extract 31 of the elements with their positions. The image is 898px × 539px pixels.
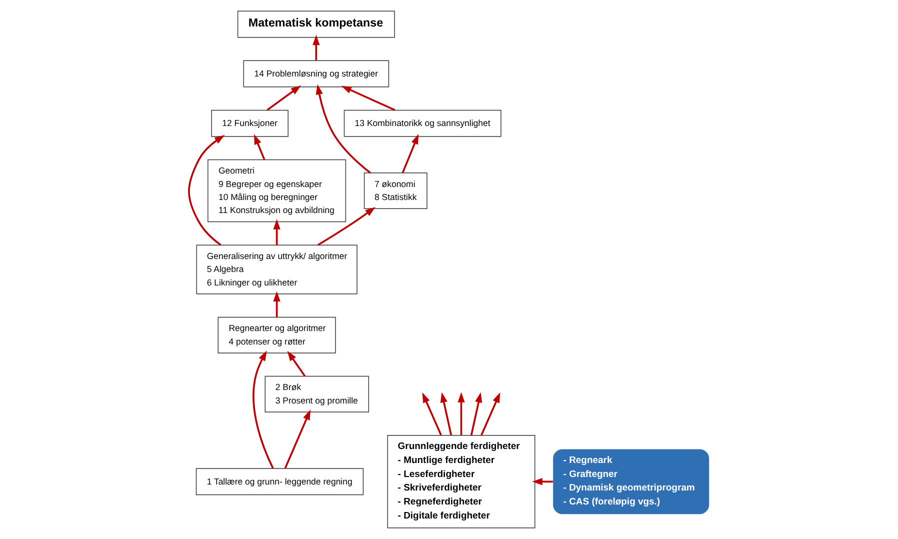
node-box: Grunnleggende ferdigheter - Muntlige ferdigheter - Leseferdigheter - Skriveferdigheter - Regneferdigheter - Digitale ferdigheter bbox=[387, 434, 536, 528]
arrow bbox=[317, 207, 376, 246]
arrow bbox=[266, 85, 302, 111]
node-box: Geometri 9 Begreper og egenskaper 10 Måling og beregninger 11 Konstruksjon og avbildning bbox=[208, 159, 346, 222]
node-box: - Regneark - Graftegner - Dynamisk geometriprogram - CAS (foreløpig vgs.) bbox=[553, 449, 710, 514]
node-box: 14 Problemløsning og strategier bbox=[243, 60, 390, 88]
arrow bbox=[480, 392, 500, 436]
arrow bbox=[287, 350, 306, 377]
node-box: 2 Brøk 3 Prosent og promille bbox=[264, 376, 370, 412]
arrow bbox=[273, 291, 280, 318]
node-box: Matematisk kompetanse bbox=[237, 10, 395, 38]
arrow bbox=[273, 219, 280, 245]
arrow bbox=[252, 350, 274, 469]
arrow bbox=[312, 34, 320, 60]
node-box: Regnearter og algoritmer 4 potenser og røtter bbox=[218, 316, 336, 354]
arrow bbox=[440, 392, 452, 436]
node-box: Generalisering av uttrykk/ algoritmer 5 Algebra 6 Likninger og ulikheter bbox=[196, 244, 358, 294]
arrow bbox=[341, 86, 396, 111]
node-box: 13 Kombinatorikk og sannsynlighet bbox=[344, 110, 502, 137]
arrow bbox=[402, 134, 419, 174]
arrow bbox=[188, 134, 225, 246]
node-box: 12 Funksjoner bbox=[211, 110, 288, 137]
node-box: 7 økonomi 8 Statistikk bbox=[364, 172, 428, 209]
node-box: 1 Tallære og grunn- leggende regning bbox=[196, 468, 364, 496]
arrow bbox=[422, 392, 442, 436]
arrow bbox=[470, 392, 482, 436]
arrow bbox=[284, 410, 311, 469]
arrow bbox=[532, 478, 553, 486]
arrow bbox=[316, 84, 371, 174]
arrow bbox=[254, 134, 266, 160]
arrow bbox=[458, 392, 465, 436]
